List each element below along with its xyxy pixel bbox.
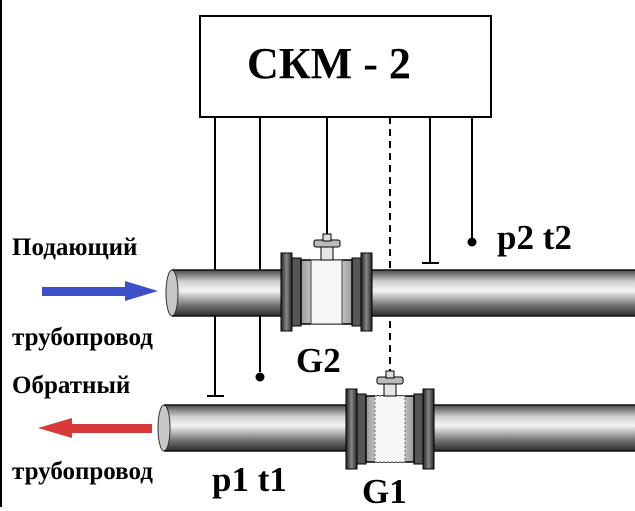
flowmeter-g1	[345, 370, 435, 470]
flowmeter-g2	[280, 233, 373, 332]
return-label-line2: трубопровод	[12, 458, 153, 485]
supply-pipe-end	[165, 269, 179, 317]
supply-flow-arrow	[42, 281, 158, 301]
supply-pipe-body	[172, 270, 635, 316]
return-flow-arrow	[38, 418, 152, 438]
signal-lines	[207, 117, 473, 397]
return-label-line1: Обратный	[12, 372, 131, 399]
t2-sensor-dot	[467, 237, 477, 247]
supply-pipe	[165, 269, 635, 317]
g1-label: G1	[362, 472, 407, 511]
g2-label: G2	[296, 341, 341, 380]
supply-label-line2: трубопровод	[12, 324, 153, 351]
p1-t1-label: p1 t1	[212, 460, 287, 499]
skm2-device-box	[199, 15, 492, 118]
supply-label-line1: Подающий	[12, 234, 138, 261]
t1-sensor-dot	[255, 372, 265, 382]
return-pipe-end	[157, 404, 171, 452]
p2-t2-label: p2 t2	[497, 218, 572, 257]
device-title: СКМ - 2	[247, 39, 411, 88]
